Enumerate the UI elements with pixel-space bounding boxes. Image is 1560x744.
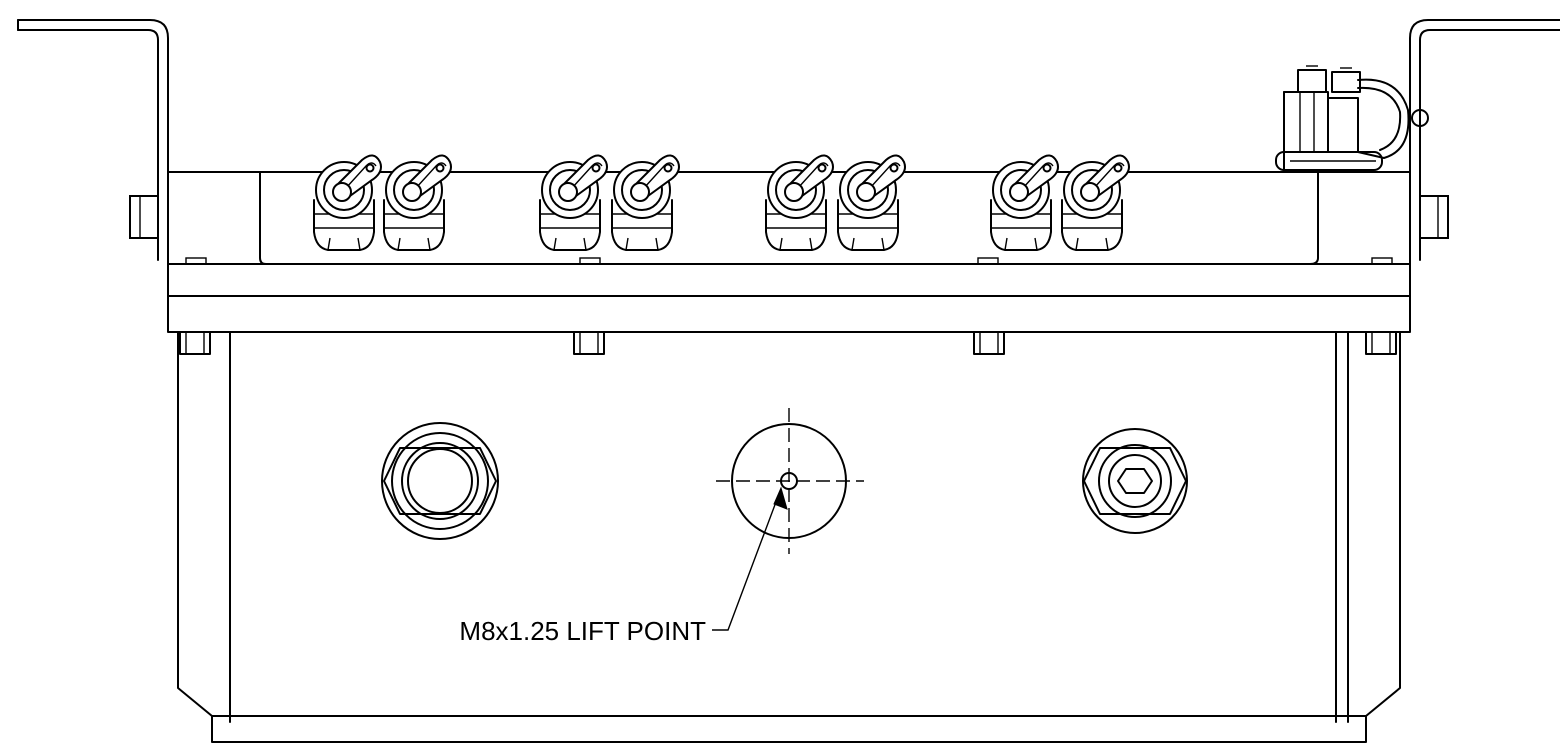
connector-with-dust-cap [611, 154, 680, 251]
leader-arrowhead [773, 486, 788, 510]
screw-head [1365, 331, 1397, 355]
breather-plug-right [1082, 428, 1188, 534]
connector-row [313, 154, 1130, 251]
connector-with-dust-cap [1061, 154, 1130, 251]
top-right-breather-fitting [1275, 65, 1429, 173]
cable-gland-left [381, 422, 499, 540]
connector-with-dust-cap [383, 154, 452, 251]
screw-head [179, 331, 211, 355]
connector-with-dust-cap [990, 154, 1059, 251]
lift-point [716, 408, 864, 554]
connector-with-dust-cap [539, 154, 608, 251]
left-mounting-bracket [17, 19, 169, 297]
screw-head [573, 331, 605, 355]
enclosure-body [177, 331, 1401, 743]
connector-with-dust-cap [837, 154, 906, 251]
lift-point-callout: M8x1.25 LIFT POINT [459, 486, 788, 646]
connector-with-dust-cap [313, 154, 382, 251]
lid-screws [179, 331, 1397, 355]
connector-with-dust-cap [765, 154, 834, 251]
screw-head [973, 331, 1005, 355]
right-mounting-bracket [1409, 19, 1560, 297]
lift-point-label: M8x1.25 LIFT POINT [459, 616, 706, 646]
